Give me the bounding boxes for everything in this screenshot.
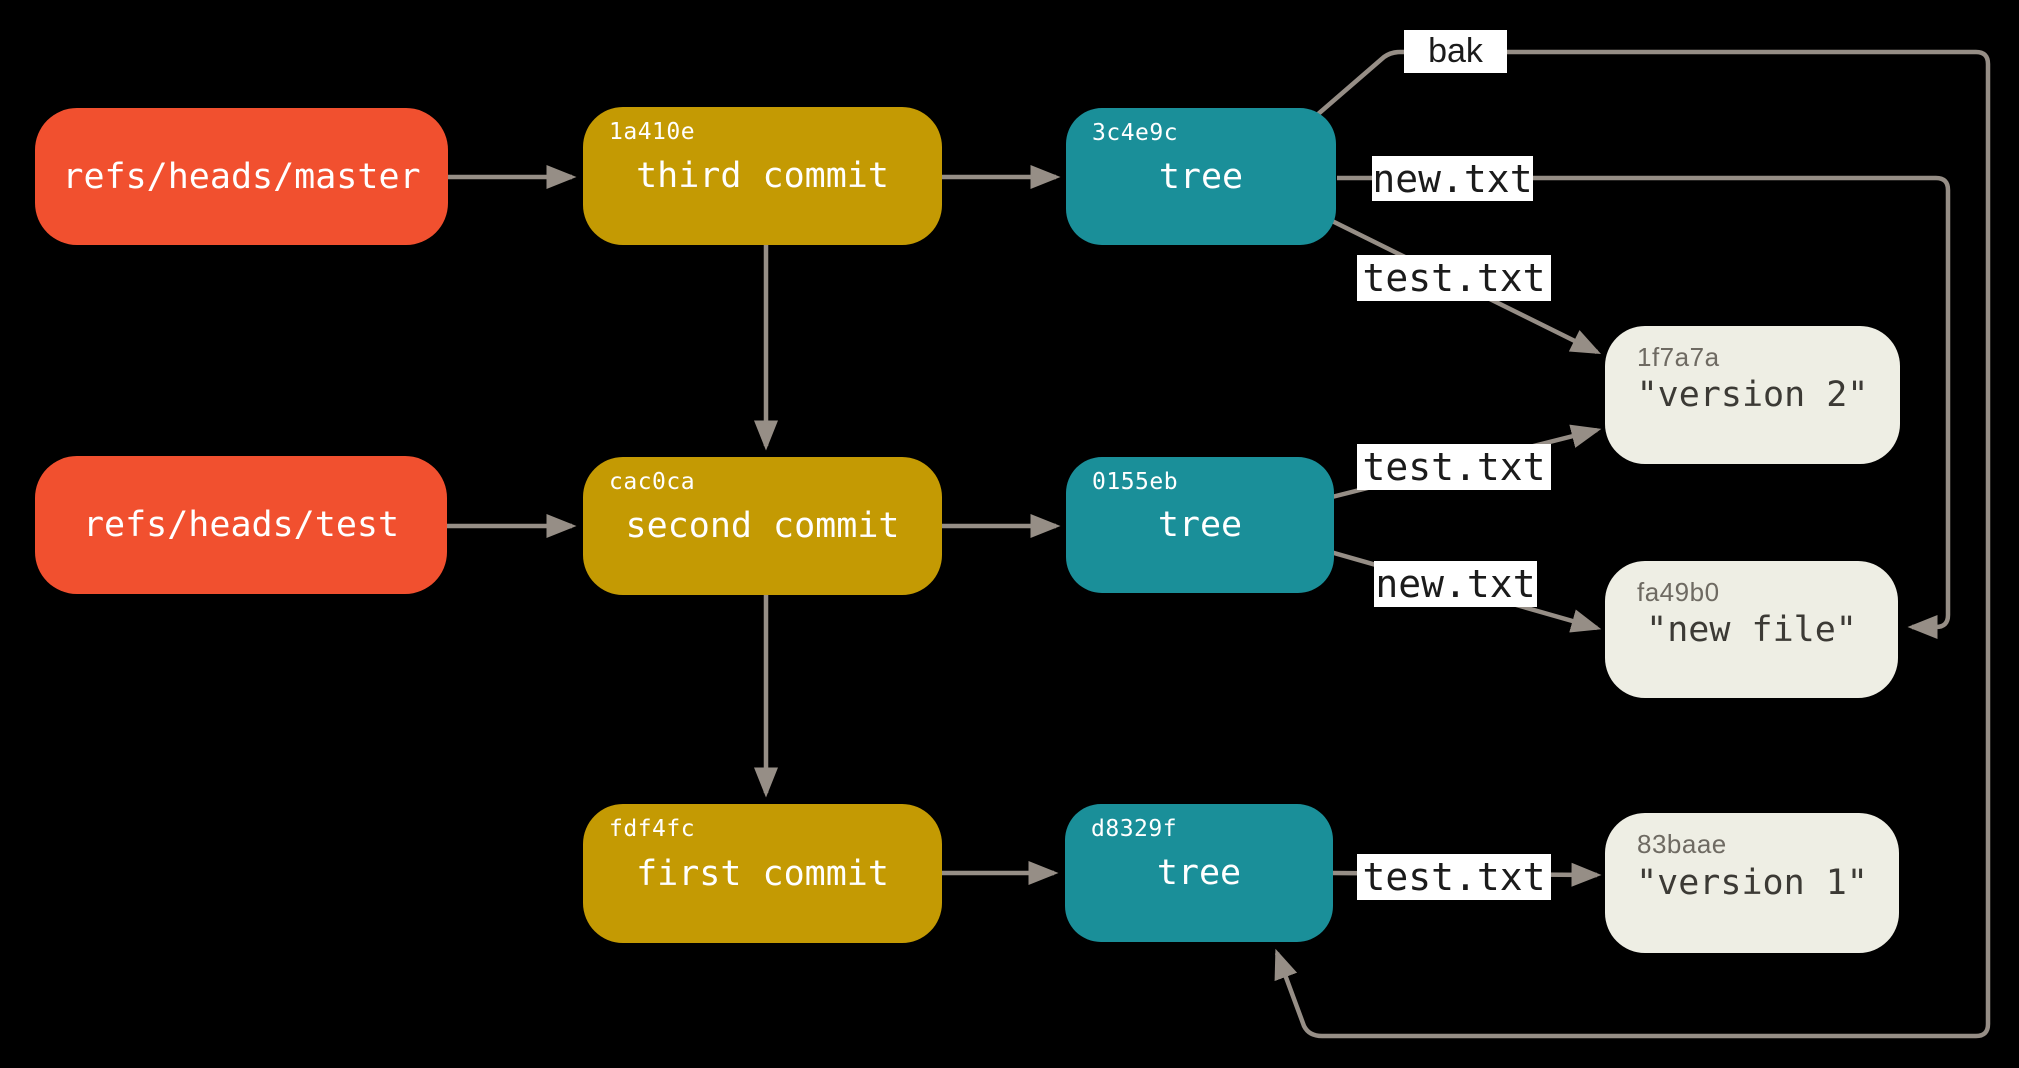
commit-box-second: cac0ca second commit bbox=[583, 457, 942, 595]
tree-d8329f-sha: d8329f bbox=[1091, 816, 1178, 842]
edge-label-newtxt-mid: new.txt bbox=[1374, 561, 1537, 607]
commit-first-sha: fdf4fc bbox=[609, 816, 696, 842]
commit-first-title: first commit bbox=[636, 853, 889, 894]
edge-label-testtxt-top: test.txt bbox=[1357, 255, 1551, 301]
tree-3c4e9c-sha: 3c4e9c bbox=[1092, 120, 1179, 146]
blob-version1-content: "version 1" bbox=[1636, 863, 1868, 903]
tree-box-3c4e9c: 3c4e9c tree bbox=[1066, 108, 1336, 245]
tree-box-d8329f: d8329f tree bbox=[1065, 804, 1333, 942]
tree-d8329f-title: tree bbox=[1156, 853, 1242, 893]
ref-box-test: refs/heads/test bbox=[35, 456, 447, 594]
blob-newfile-sha: fa49b0 bbox=[1637, 577, 1720, 607]
commit-box-first: fdf4fc first commit bbox=[583, 804, 942, 943]
blob-version2-sha: 1f7a7a bbox=[1637, 342, 1720, 372]
ref-box-master: refs/heads/master bbox=[35, 108, 448, 245]
blob-box-newfile: fa49b0 "new file" bbox=[1605, 561, 1898, 698]
ref-test-label: refs/heads/test bbox=[82, 505, 400, 545]
edge-newtxt-to-newfile-blob bbox=[1337, 175, 1951, 639]
commit-second-sha: cac0ca bbox=[609, 469, 696, 495]
commit-third-title: third commit bbox=[636, 156, 889, 196]
blob-version1-sha: 83baae bbox=[1637, 829, 1727, 859]
edge-label-testtxt-mid: test.txt bbox=[1357, 444, 1551, 490]
tree-0155eb-sha: 0155eb bbox=[1092, 469, 1179, 495]
blob-box-version1: 83baae "version 1" bbox=[1605, 813, 1899, 953]
commit-third-sha: 1a410e bbox=[609, 119, 696, 145]
commit-second-title: second commit bbox=[625, 506, 900, 546]
ref-master-label: refs/heads/master bbox=[62, 156, 421, 197]
edge-label-testtxt-bottom: test.txt bbox=[1357, 854, 1551, 900]
edge-label-newtxt-top: new.txt bbox=[1372, 156, 1533, 201]
edge-bak-to-tree3 bbox=[1274, 49, 1991, 1039]
tree-0155eb-title: tree bbox=[1157, 505, 1243, 545]
blob-newfile-content: "new file" bbox=[1646, 609, 1857, 650]
blob-version2-content: "version 2" bbox=[1636, 375, 1869, 415]
commit-box-third: 1a410e third commit bbox=[583, 107, 942, 245]
blob-box-version2: 1f7a7a "version 2" bbox=[1605, 326, 1900, 464]
tree-box-0155eb: 0155eb tree bbox=[1066, 457, 1334, 593]
tree-3c4e9c-title: tree bbox=[1158, 156, 1244, 197]
edge-label-bak: bak bbox=[1404, 30, 1507, 73]
